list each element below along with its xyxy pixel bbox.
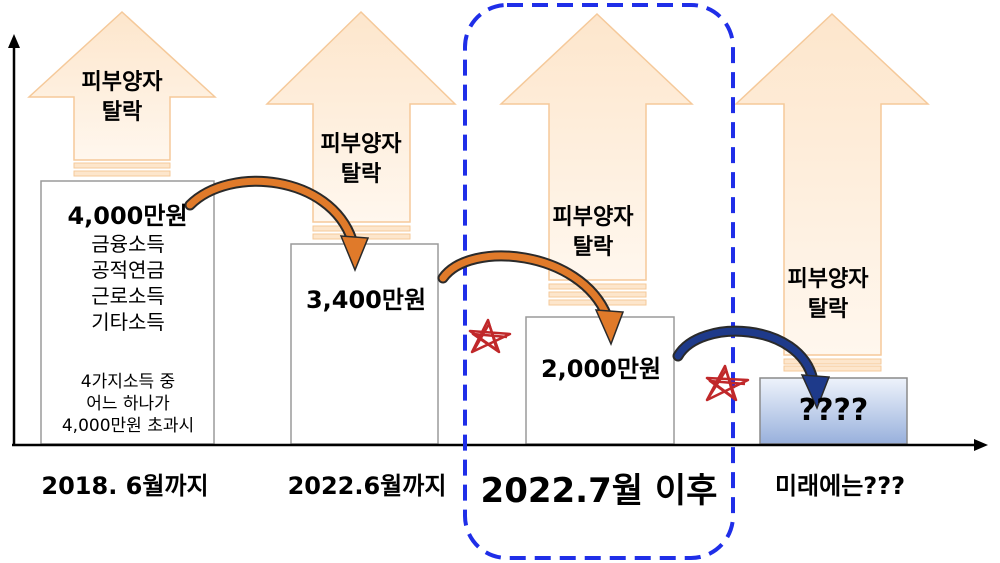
highlight-frame-2022-7	[463, 3, 735, 560]
box-2022-7	[525, 316, 675, 445]
amount-future: ????	[798, 393, 869, 428]
arrow-label-line: 탈락	[807, 297, 849, 322]
curve-arrow-1	[184, 175, 370, 272]
amount-2018: 4,000만원	[67, 202, 188, 230]
arrow-label-line: 피부양자	[81, 70, 163, 95]
income-type: 공적연금	[91, 258, 165, 282]
arrow-label-line: 탈락	[101, 100, 143, 125]
arrow-label-1: 피부양자 탈락	[52, 68, 192, 128]
condition-line: 4가지소득 중	[80, 372, 176, 392]
arrow-label-line: 피부양자	[552, 205, 634, 230]
condition-line: 어느 하나가	[86, 394, 170, 414]
arrow-label-line: 탈락	[340, 162, 382, 187]
box-future	[759, 377, 908, 445]
curve-arrow-2	[437, 250, 625, 346]
income-type: 금융소득	[91, 232, 165, 256]
amount-2022-7: 2,000만원	[540, 355, 662, 383]
arrow-label-line: 피부양자	[787, 267, 869, 292]
up-arrow-1	[27, 10, 217, 177]
amount-2022-6: 3,400만원	[305, 286, 427, 314]
y-axis	[8, 34, 20, 445]
arrow-label-2: 피부양자 탈락	[291, 130, 431, 190]
period-label-future: 미래에는???	[774, 472, 906, 500]
arrow-label-line: 탈락	[572, 235, 614, 260]
arrow-label-4: 피부양자 탈락	[758, 265, 898, 325]
income-type: 근로소득	[91, 284, 165, 308]
box-2022-6	[290, 243, 439, 445]
x-axis	[12, 439, 988, 451]
arrow-label-line: 피부양자	[320, 132, 402, 157]
up-arrow-2	[265, 10, 457, 240]
income-type-list: 금융소득 공적연금 근로소득 기타소득	[43, 231, 213, 335]
period-label-2018: 2018. 6월까지	[41, 472, 209, 500]
star-mark-1	[468, 318, 512, 354]
arrow-label-3: 피부양자 탈락	[523, 203, 663, 263]
period-label-2022-7: 2022.7월 이후	[480, 471, 718, 511]
curve-arrow-3	[672, 325, 831, 410]
income-type: 기타소득	[91, 310, 165, 334]
up-arrow-4	[734, 12, 930, 372]
star-mark-2	[705, 364, 750, 402]
condition-line: 4,000만원 초과시	[61, 416, 195, 436]
condition-note: 4가지소득 중 어느 하나가 4,000만원 초과시	[43, 371, 213, 437]
period-label-2022-6: 2022.6월까지	[287, 472, 447, 500]
